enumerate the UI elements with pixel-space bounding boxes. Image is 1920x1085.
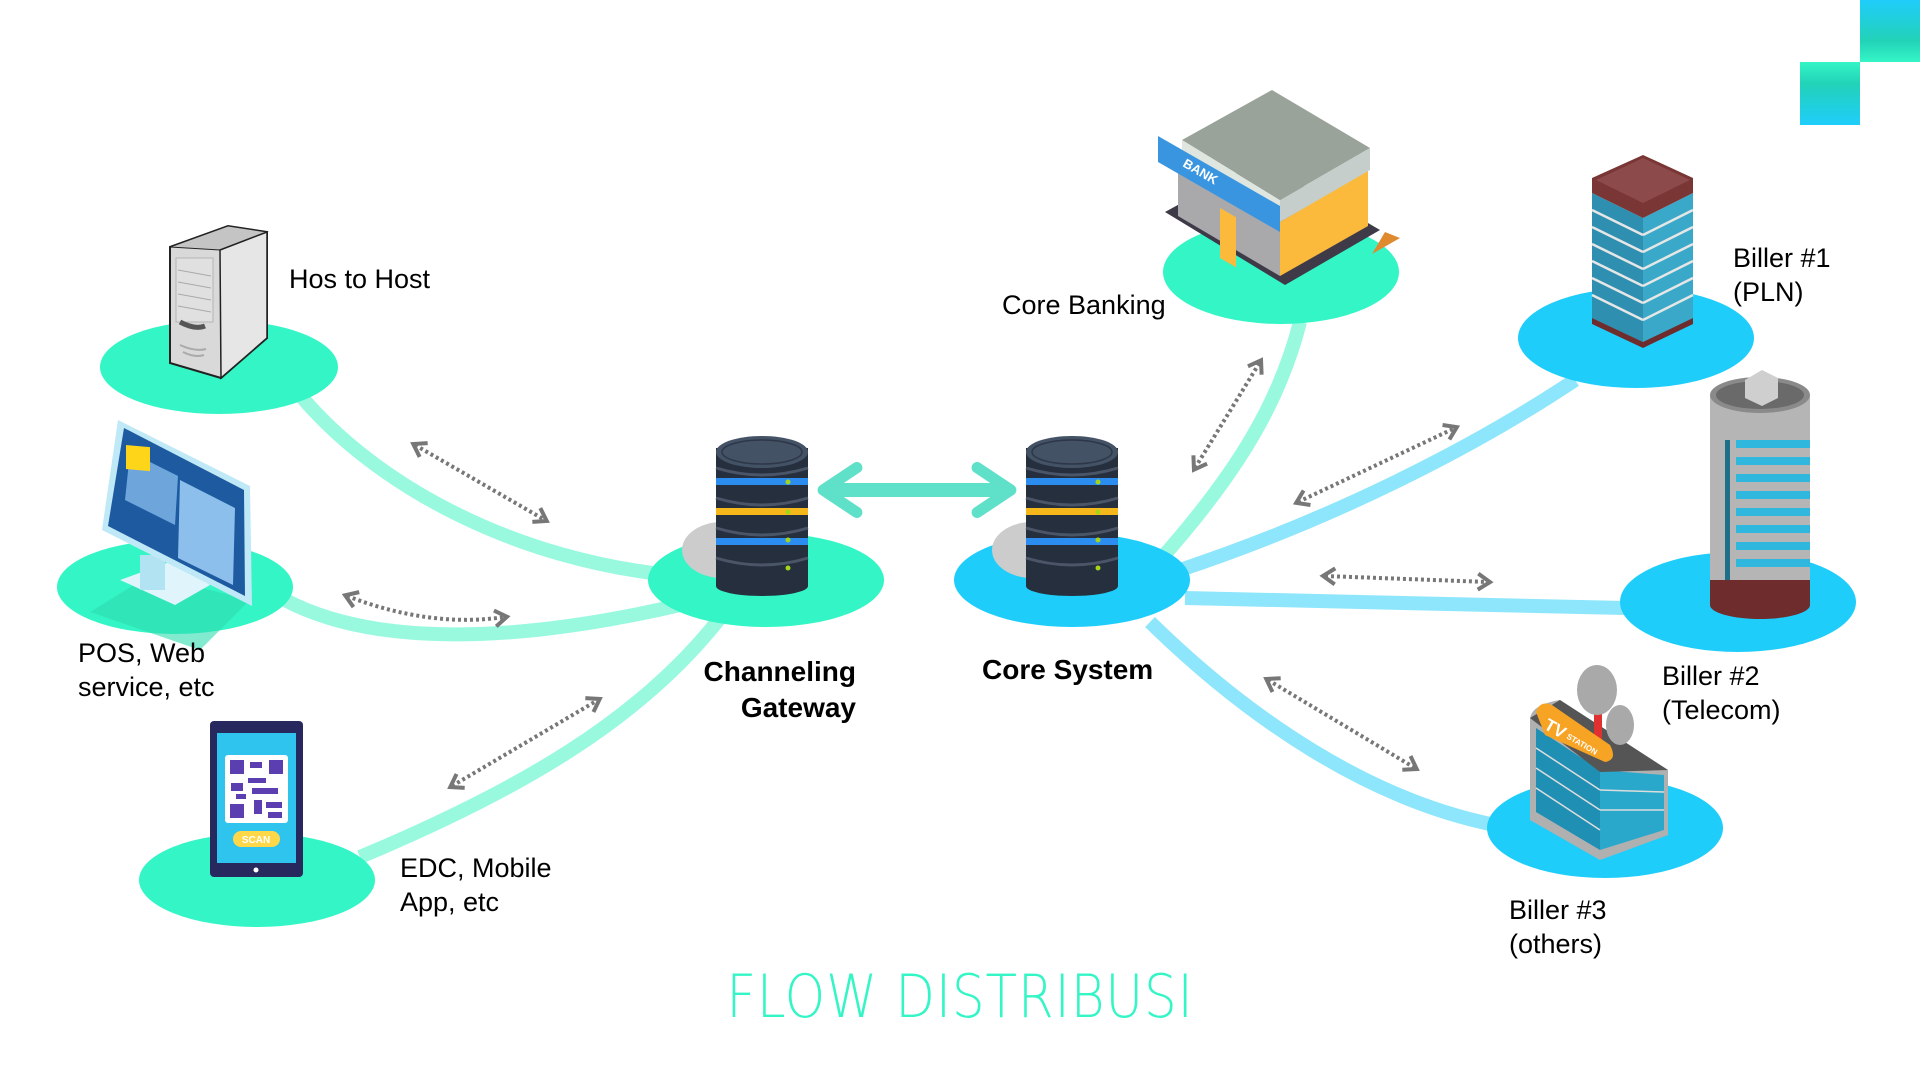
desktop-monitor-icon [90, 420, 252, 650]
bank-building-icon: BANK [1158, 90, 1400, 285]
label-biller-3: Biller #3 (others) [1509, 895, 1607, 959]
office-tower-icon [1591, 155, 1694, 348]
dotted-arrow-biller3 [1263, 676, 1420, 772]
diagram-title: FLOW DISTRIBUSI [726, 962, 1194, 1032]
tv-station-icon: TV STATION [1530, 665, 1668, 860]
label-channeling-gateway: Channeling Gateway [703, 656, 856, 723]
database-server-icon [992, 436, 1119, 596]
database-server-icon [682, 436, 809, 596]
link-core-to-bank [1154, 320, 1307, 565]
dotted-arrow-bank [1191, 357, 1264, 473]
link-core-to-biller2 [1184, 591, 1626, 615]
label-core-system: Core System [982, 654, 1154, 685]
link-core-to-biller3 [1145, 616, 1497, 832]
label-core-banking: Core Banking [1002, 290, 1166, 320]
label-edc-mobile: EDC, Mobile App, etc [400, 853, 552, 917]
label-biller-2: Biller #2 (Telecom) [1662, 661, 1781, 725]
label-biller-1: Biller #1 (PLN) [1733, 243, 1831, 307]
label-host-to-host: Hos to Host [289, 264, 431, 294]
dotted-arrow-edc [447, 696, 603, 790]
label-pos-web: POS, Web service, etc [78, 638, 215, 702]
round-tower-icon [1710, 370, 1810, 619]
dotted-arrow-biller2 [1319, 566, 1494, 592]
dotted-arrow-biller1 [1292, 423, 1461, 507]
link-pos-to-gateway [281, 593, 682, 642]
link-core-to-biller1 [1177, 374, 1579, 577]
corner-decoration-bottom [1800, 62, 1860, 125]
smartphone-qr-icon: SCAN [210, 721, 303, 877]
server-tower-icon [169, 224, 269, 380]
corner-decoration-top [1860, 0, 1920, 62]
node-base-edc [139, 833, 375, 927]
link-edc-to-gateway [357, 613, 726, 864]
dotted-arrow-pos [341, 590, 511, 628]
dotted-arrow-host [410, 441, 550, 524]
scan-button-label: SCAN [242, 835, 270, 846]
